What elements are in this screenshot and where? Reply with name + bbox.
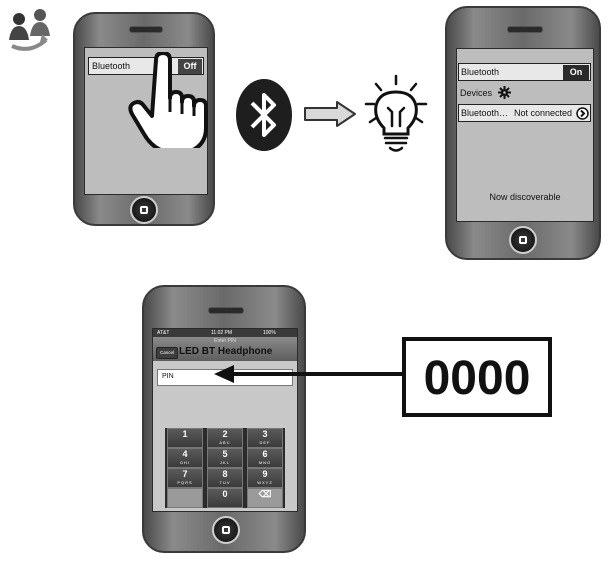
nav-bar: Enter PIN Cancel LED BT Headphone [153,337,297,361]
bluetooth-row-label: Bluetooth [461,67,500,77]
device-name: Bluetooth… [461,108,509,118]
gear-icon [498,86,511,99]
keypad-key-number: ⌫ [258,489,272,499]
bluetooth-toggle-off[interactable]: Off [178,59,202,74]
keypad-key-letters: DEF [259,440,271,445]
status-battery: 100% [263,330,276,336]
phone-speaker [507,26,543,33]
keypad-key-number: 0 [222,489,228,499]
keypad-key-letters: MNO [258,460,272,465]
keypad-key-number: 7 [182,469,188,479]
keypad-key-letters: ABC [219,440,231,445]
keypad-key-number: 2 [222,429,228,439]
phone-bluetooth-on: Bluetooth On Devices Bluetooth… Not conn… [445,6,601,260]
phone-screen: Bluetooth On Devices Bluetooth… Not conn… [456,48,594,222]
cancel-button[interactable]: Cancel [156,347,178,359]
keypad-key-number: 4 [182,449,188,459]
pin-code: 0000 [423,352,531,405]
hand-pointer-icon [128,52,208,148]
device-title: LED BT Headphone [179,346,273,357]
home-button[interactable] [509,226,537,254]
keypad-key-letters: PQRS [177,480,193,485]
phone-speaker [129,26,163,33]
nav-small-title: Enter PIN [214,338,236,344]
status-time: 11:02 PM [211,330,233,336]
home-button[interactable] [212,516,240,544]
arrow-right-icon [304,101,356,127]
phone-pin-entry: AT&T 11:02 PM 100% Enter PIN Cancel LED … [142,285,306,553]
lightbulb-icon [364,74,428,152]
discoverable-status: Now discoverable [489,192,561,202]
keypad-key[interactable] [167,488,203,508]
keypad-key-number: 5 [222,449,228,459]
bluetooth-icon [236,79,292,151]
bluetooth-toggle-on[interactable]: On [563,65,589,80]
people-icon [9,9,50,51]
keypad-key-letters: TUV [219,480,231,485]
keypad-key-number: 8 [222,469,228,479]
arrow-left-icon [214,365,408,383]
phone-speaker [208,307,244,314]
home-button[interactable] [130,196,158,224]
device-list-item[interactable]: Bluetooth… Not connected [458,104,591,122]
keypad-key-number: 3 [262,429,268,439]
keypad-key-number: 6 [262,449,268,459]
bluetooth-row-label: Bluetooth [92,61,131,71]
keypad-key-number: 9 [262,469,268,479]
status-bar: AT&T 11:02 PM 100% [153,329,297,337]
devices-label: Devices [460,88,493,98]
keypad-key-number: 1 [182,429,188,439]
keypad-key-letters: WXYZ [257,480,273,485]
keypad-key[interactable]: 1 [167,428,203,448]
keypad-key-letters: GHI [179,460,191,465]
bluetooth-row[interactable]: Bluetooth Off [88,57,204,75]
bluetooth-row[interactable]: Bluetooth On [458,63,591,81]
device-status: Not connected [514,108,573,118]
status-carrier: AT&T [157,330,170,336]
phone-screen: AT&T 11:02 PM 100% Enter PIN Cancel LED … [152,328,298,512]
chevron-right-icon[interactable] [576,107,589,120]
keypad-key-letters: JKL [220,460,230,465]
pin-code-box: 0000 [402,337,552,417]
pin-label: PIN [162,373,174,380]
keypad-key[interactable]: ⌫ [247,488,283,508]
keypad-key[interactable]: 0 [207,488,243,508]
